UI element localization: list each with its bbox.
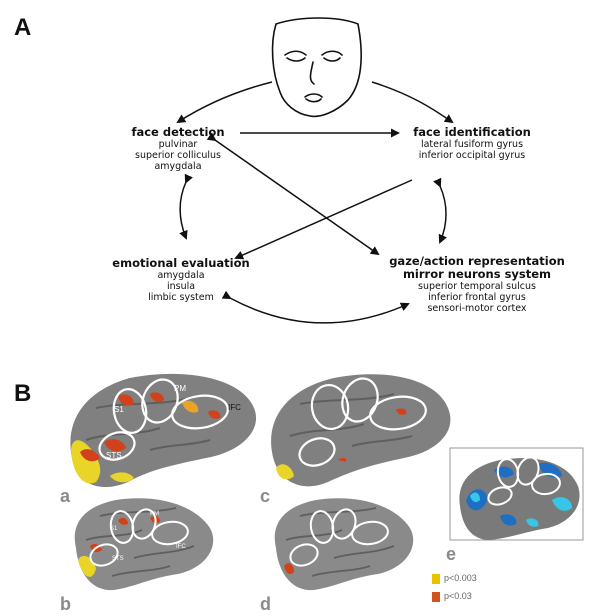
brain-label-ifc: IFC	[228, 403, 241, 412]
brain-label-sts: STS	[106, 451, 122, 460]
arrow-identification-to-emotion	[236, 180, 412, 258]
region-label: limbic system	[98, 292, 264, 303]
arrow-face-to-detection	[178, 82, 272, 122]
region-label: pulvinar	[100, 139, 256, 150]
subpanel-label-c: c	[260, 486, 270, 507]
region-label: lateral fusiform gyrus	[392, 139, 552, 150]
node-title-secondary: mirror neurons system	[374, 268, 580, 281]
legend-swatch-low	[432, 592, 440, 602]
node-emotional-evaluation: emotional evaluation amygdala insula lim…	[98, 257, 264, 303]
node-title: face identification	[392, 126, 552, 139]
node-face-detection: face detection pulvinar superior collicu…	[100, 126, 256, 172]
legend-label-low: p<0.03	[444, 591, 472, 601]
region-label: inferior occipital gyrus	[392, 150, 552, 161]
node-gaze-action: gaze/action representation mirror neuron…	[374, 255, 580, 314]
legend-swatch-high	[432, 574, 440, 584]
arrow-identification-gaze	[440, 186, 446, 242]
region-label: inferior frontal gyrus	[374, 292, 580, 303]
subpanel-label-b: b	[60, 594, 71, 615]
arrow-face-to-identification	[372, 82, 452, 122]
brain-b-label-ifc: IFC	[176, 544, 186, 550]
region-label: insula	[98, 281, 264, 292]
brain-b: PM S1 IFC STS	[75, 498, 213, 590]
brain-b-label-s1: S1	[110, 526, 118, 532]
brain-b-label-pm: PM	[150, 511, 159, 517]
subpanel-label-a: a	[60, 486, 70, 507]
region-label: superior temporal sulcus	[374, 281, 580, 292]
legend-label-high: p<0.003	[444, 573, 477, 583]
subpanel-label-e: e	[446, 544, 456, 565]
node-title: emotional evaluation	[98, 257, 264, 270]
brain-a: PM S1 IFC STS	[70, 374, 256, 487]
brain-e	[450, 448, 583, 540]
region-label: sensori-motor cortex	[374, 303, 580, 314]
region-label: amygdala	[100, 161, 256, 172]
brain-label-pm: PM	[174, 384, 186, 393]
brain-c	[271, 374, 450, 487]
arrow-detection-emotion	[180, 182, 186, 238]
face-drawing-icon	[273, 18, 362, 116]
node-title: face detection	[100, 126, 256, 139]
brain-b-label-sts: STS	[112, 556, 124, 562]
region-label: amygdala	[98, 270, 264, 281]
node-face-identification: face identification lateral fusiform gyr…	[392, 126, 552, 161]
brain-d	[275, 498, 413, 590]
subpanel-label-d: d	[260, 594, 271, 615]
region-label: superior colliculus	[100, 150, 256, 161]
brain-label-s1: S1	[114, 405, 124, 414]
